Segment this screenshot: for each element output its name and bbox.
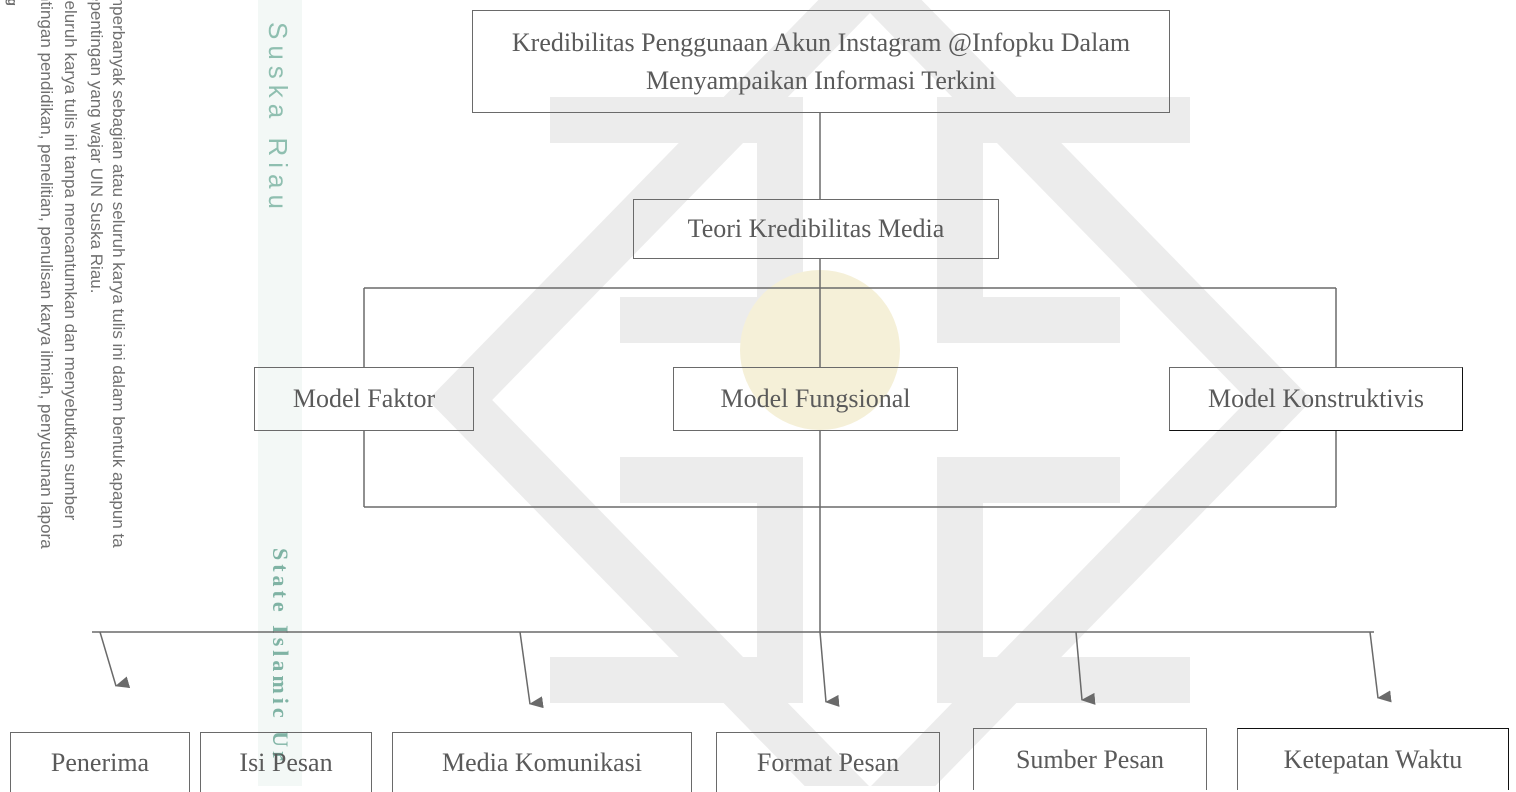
model-faktor-box: Model Faktor [254, 367, 474, 431]
theory-text: Teori Kredibilitas Media [687, 214, 945, 243]
side-strip [258, 0, 302, 786]
element-sumber-pesan-text: Sumber Pesan [1015, 744, 1165, 774]
element-isi-pesan-text: Isi Pesan [239, 747, 333, 777]
model-konstruktivis-box: Model Konstruktivis [1169, 367, 1463, 431]
model-konstruktivis-text: Model Konstruktivis [1208, 384, 1424, 413]
model-faktor-text: Model Faktor [292, 384, 436, 413]
title-text: Kredibilitas Penggunaan Akun Instagram @… [511, 27, 1131, 95]
element-isi-pesan-box: Isi Pesan [200, 732, 372, 792]
element-media-komunikasi-text: Media Komunikasi [441, 747, 643, 777]
element-sumber-pesan-box: Sumber Pesan [973, 728, 1207, 790]
title-box: Kredibilitas Penggunaan Akun Instagram @… [472, 10, 1170, 113]
element-format-pesan-box: Format Pesan [716, 732, 940, 792]
element-penerima-box: Penerima [10, 732, 190, 792]
element-ketepatan-waktu-text: Ketepatan Waktu [1283, 744, 1463, 774]
element-ketepatan-waktu-box: Ketepatan Waktu [1237, 728, 1509, 790]
element-format-pesan-text: Format Pesan [756, 747, 900, 777]
element-media-komunikasi-box: Media Komunikasi [392, 732, 692, 792]
model-fungsional-text: Model Fungsional [720, 384, 911, 413]
element-penerima-text: Penerima [50, 747, 150, 777]
model-fungsional-box: Model Fungsional [673, 367, 958, 431]
theory-box: Teori Kredibilitas Media [633, 199, 999, 259]
